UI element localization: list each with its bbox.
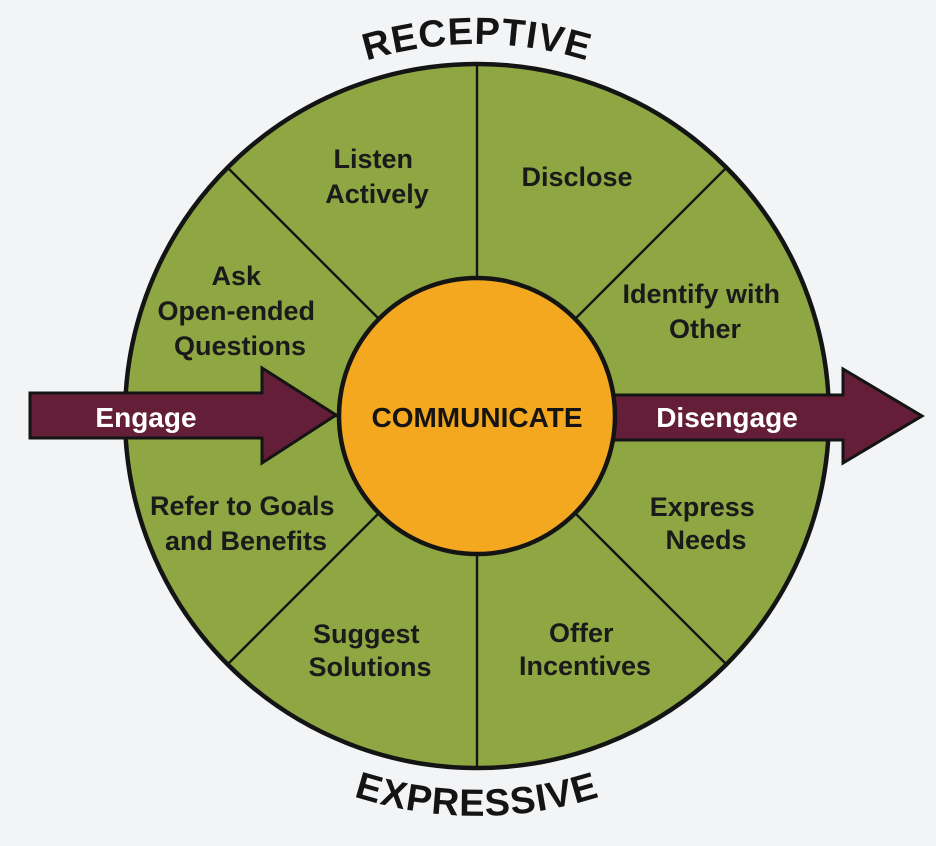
segment-ask-open-ended-questions: Ask Open-ended Questions bbox=[157, 261, 322, 361]
segment-line: Suggest bbox=[313, 619, 420, 649]
divider-lower-left bbox=[227, 512, 380, 665]
engage-arrow bbox=[28, 365, 339, 466]
segment-identify-with-other: Identify with Other bbox=[622, 279, 787, 344]
segment-line: Open-ended bbox=[157, 296, 315, 326]
segment-refer-to-goals-and-benefits: Refer to Goals and Benefits bbox=[150, 491, 342, 556]
divider-upper-right bbox=[574, 167, 727, 320]
segment-labels: Listen Actively Disclose Ask Open-ended … bbox=[150, 144, 787, 682]
center-communicate-label: COMMUNICATE bbox=[371, 402, 582, 433]
segment-line: Needs bbox=[665, 525, 746, 555]
segment-listen-actively: Listen Actively bbox=[325, 144, 429, 209]
segment-line: Ask bbox=[211, 261, 262, 291]
segment-suggest-solutions: Suggest Solutions bbox=[309, 619, 432, 682]
segment-line: and Benefits bbox=[165, 526, 327, 556]
divider-lower-right bbox=[574, 512, 727, 665]
segment-line: Listen bbox=[333, 144, 413, 174]
segment-express-needs: Express Needs bbox=[650, 492, 763, 555]
segment-offer-incentives: Offer Incentives bbox=[519, 618, 651, 681]
segment-line: Other bbox=[669, 314, 742, 344]
segment-line: Disclose bbox=[521, 162, 632, 192]
engage-arrow-label: Engage bbox=[95, 402, 196, 433]
segment-line: Express bbox=[650, 492, 755, 522]
disengage-arrow-label: Disengage bbox=[656, 402, 798, 433]
segment-line: Solutions bbox=[309, 652, 432, 682]
segment-line: Actively bbox=[325, 179, 429, 209]
segment-line: Questions bbox=[174, 331, 306, 361]
segment-disclose: Disclose bbox=[521, 162, 632, 192]
divider-upper-left bbox=[227, 167, 380, 320]
disengage-arrow bbox=[610, 366, 925, 466]
segment-line: Identify with bbox=[622, 279, 780, 309]
center-circle bbox=[336, 275, 618, 557]
segment-line: Incentives bbox=[519, 651, 651, 681]
segment-line: Offer bbox=[549, 618, 614, 648]
segment-line: Refer to Goals bbox=[150, 491, 335, 521]
